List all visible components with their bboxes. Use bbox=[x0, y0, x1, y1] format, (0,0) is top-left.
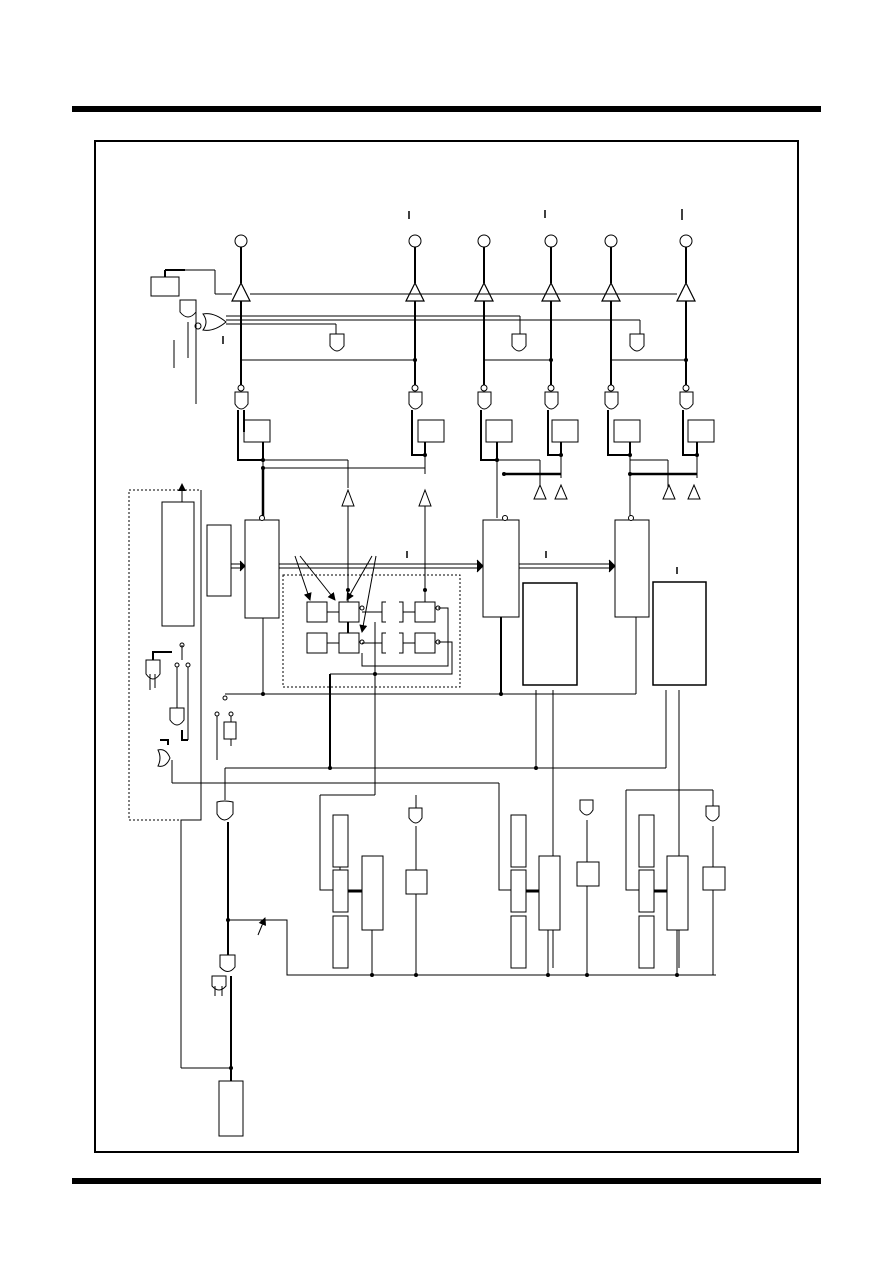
header-rule bbox=[72, 106, 821, 112]
register-c bbox=[614, 519, 650, 618]
diagram-frame bbox=[94, 140, 799, 1153]
gate-control-or bbox=[202, 313, 227, 331]
pin-4 bbox=[544, 234, 558, 248]
bottom-left-block bbox=[218, 1080, 244, 1137]
pin-6 bbox=[679, 234, 693, 248]
nand-mid-2 bbox=[511, 333, 527, 352]
nand-mid-3 bbox=[629, 333, 645, 352]
pin-2 bbox=[408, 234, 422, 248]
buffer-4 bbox=[541, 281, 561, 302]
counter-group-1 bbox=[319, 794, 428, 975]
counter-group-3 bbox=[625, 789, 726, 975]
nand-mid-1 bbox=[329, 333, 345, 352]
control-box-top bbox=[150, 276, 180, 297]
buffer-2 bbox=[405, 281, 425, 302]
counter-group-2 bbox=[498, 795, 600, 975]
tick-marks bbox=[408, 209, 683, 220]
output-pins bbox=[234, 234, 693, 248]
buffer-1 bbox=[231, 281, 251, 302]
gate-control-1 bbox=[179, 299, 197, 318]
register-a bbox=[244, 519, 280, 619]
block-d bbox=[522, 582, 578, 686]
buffer-3 bbox=[474, 281, 494, 302]
buffer-5 bbox=[601, 281, 621, 302]
block-e bbox=[652, 581, 707, 686]
dashed-subblock bbox=[282, 574, 461, 688]
data-bus bbox=[231, 559, 616, 573]
footer-rule bbox=[72, 1178, 821, 1184]
register-b bbox=[482, 519, 520, 618]
output-buffers bbox=[231, 281, 696, 302]
pin-1 bbox=[234, 234, 248, 248]
buffer-6 bbox=[676, 281, 696, 302]
small-input-box bbox=[206, 524, 232, 597]
control-register bbox=[161, 501, 195, 627]
pin-3 bbox=[477, 234, 491, 248]
latch-boxes bbox=[243, 419, 715, 443]
pin-5 bbox=[604, 234, 618, 248]
